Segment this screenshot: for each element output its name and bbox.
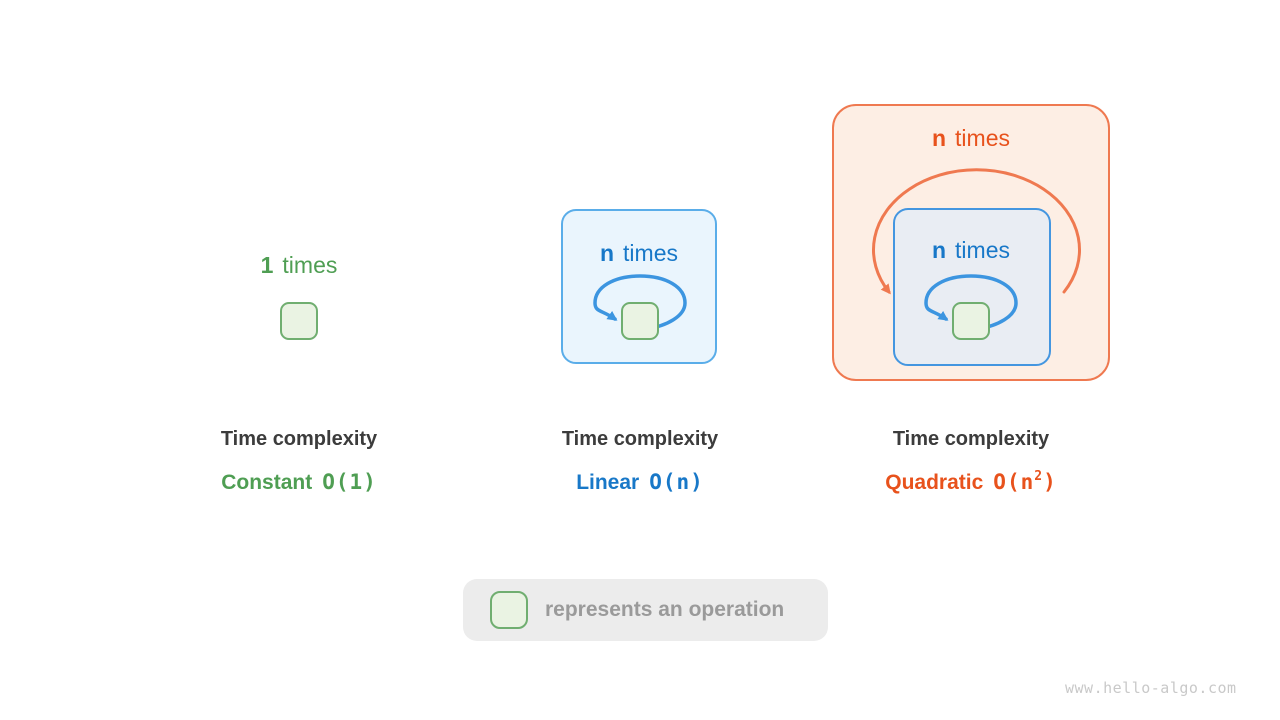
constant-count-word: times <box>282 252 338 278</box>
linear-caption-title: Time complexity <box>561 428 719 450</box>
quadratic-outer-count-value: n <box>931 125 947 151</box>
operation-square <box>280 302 318 340</box>
quadratic-big-o: O(n2) <box>993 469 1057 494</box>
quadratic-caption-title: Time complexity <box>892 428 1050 450</box>
quadratic-inner-loop-arrow <box>924 274 1018 331</box>
linear-complexity: Linear O(n) <box>540 470 740 495</box>
quadratic-inner-count-value: n <box>931 237 947 263</box>
constant-count-value: 1 <box>260 252 274 278</box>
linear-loop-arrow <box>593 274 687 331</box>
linear-caption: Time complexity Linear O(n) <box>540 428 740 495</box>
quadratic-outer-loop-arrow <box>872 168 1081 295</box>
linear-count-word: times <box>623 240 678 266</box>
quadratic-big-o-prefix: O(n <box>993 470 1035 494</box>
legend-text: represents an operation <box>545 598 785 621</box>
constant-caption-title: Time complexity <box>220 428 378 450</box>
linear-count-value: n <box>599 240 615 266</box>
operation-square <box>621 302 659 340</box>
site-watermark: www.hello-algo.com <box>1065 679 1237 697</box>
quadratic-big-o-suffix: ) <box>1043 470 1057 494</box>
operation-square <box>952 302 990 340</box>
linear-complexity-name: Linear <box>576 471 640 494</box>
quadratic-inner-count-word: times <box>955 237 1010 263</box>
quadratic-big-o-exponent: 2 <box>1034 469 1044 484</box>
constant-count-label: 1 times <box>199 252 399 279</box>
legend: represents an operation <box>463 579 828 641</box>
constant-caption: Time complexity Constant O(1) <box>199 428 399 495</box>
constant-complexity: Constant O(1) <box>199 470 399 495</box>
quadratic-caption: Time complexity Quadratic O(n2) <box>871 428 1071 495</box>
quadratic-complexity-name: Quadratic <box>885 471 984 494</box>
quadratic-complexity: Quadratic O(n2) <box>871 469 1071 495</box>
constant-complexity-name: Constant <box>221 471 313 494</box>
constant-big-o: O(1) <box>322 470 377 494</box>
quadratic-outer-count-word: times <box>955 125 1010 151</box>
legend-operation-square <box>490 591 528 629</box>
linear-big-o: O(n) <box>649 470 704 494</box>
